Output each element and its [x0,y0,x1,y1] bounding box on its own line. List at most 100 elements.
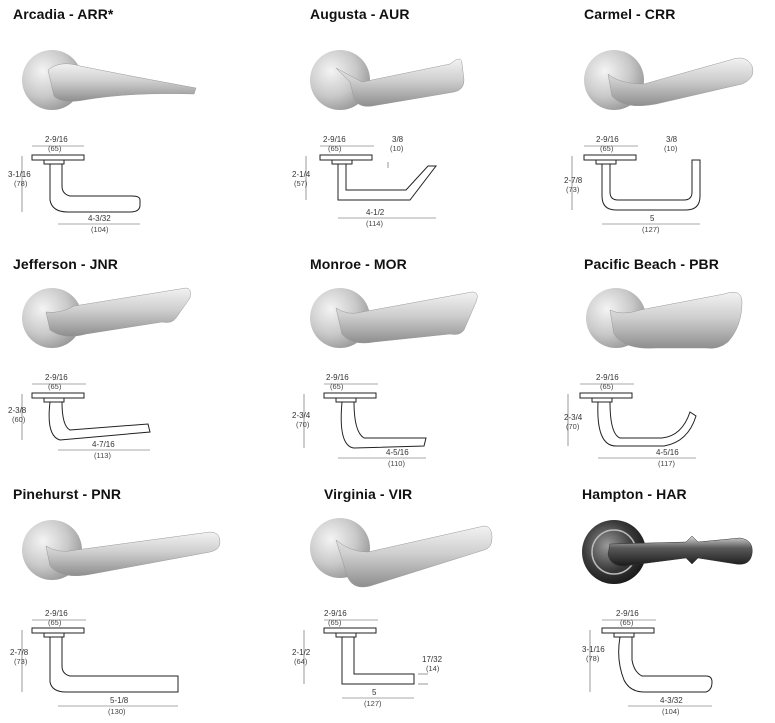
rose-dim-frac: 2-9/16 [596,373,619,382]
rose-dim-frac: 2-9/16 [45,373,68,382]
length-dim-frac: 4-5/16 [656,448,679,457]
rose-dim-frac: 2-9/16 [45,135,68,144]
height-dim-frac: 2-7/8 [10,648,29,657]
height-dim-mm: (73) [14,657,28,666]
rose-dim-frac: 2-9/16 [326,373,349,382]
length-dim-mm: (127) [642,225,660,234]
rose-dim-mm: (65) [328,144,342,153]
length-dim-frac: 4-5/16 [386,448,409,457]
product-card-pacific-beach: Pacific Beach - PBR 2-9/16 (65) 2-3/4 (7… [516,250,774,491]
augusta-lever-handle-icon [310,50,465,110]
rose-dim-mm: (65) [600,382,614,391]
rose-dim-mm: (65) [48,144,62,153]
pinehurst-lever-handle-icon [22,520,221,580]
jefferson-lever-handle-icon [22,287,191,348]
rose-dim-frac: 2-9/16 [323,135,346,144]
rose-dim-mm: (65) [330,382,344,391]
length-dim-mm: (130) [108,707,126,716]
product-title: Hampton - HAR [582,486,687,502]
height-dim-mm: (60) [12,415,26,424]
hampton-dimension-labels: 2-9/16 (65) 3-1/16 (78) 4-3/32 (104) [582,609,683,716]
rose-dim-mm: (65) [48,618,62,627]
pacific-beach-dimension-drawing [567,383,697,459]
rose-dim-frac: 2-9/16 [324,609,347,618]
rose-dim-frac: 2-9/16 [45,609,68,618]
length-dim-mm: (104) [662,707,680,716]
hampton-lever-handle-icon [582,520,753,584]
extra-dim-mm: (10) [664,144,678,153]
jefferson-dimension-labels: 2-9/16 (65) 2-3/8 (60) 4-7/16 (113) [8,373,115,460]
height-dim-frac: 2-7/8 [564,176,583,185]
hampton-dimension-drawing [589,619,713,707]
height-dim-frac: 2-3/8 [8,406,27,415]
monroe-dimension-labels: 2-9/16 (65) 2-3/4 (70) 4-5/16 (110) [292,373,409,468]
height-dim-mm: (78) [14,179,28,188]
height-dim-mm: (64) [294,657,308,666]
product-title: Arcadia - ARR* [13,6,114,22]
pacific-beach-dimension-labels: 2-9/16 (65) 2-3/4 (70) 4-5/16 (117) [564,373,679,468]
carmel-lever-handle-icon [584,50,754,110]
extra-dim-mm: (14) [426,664,440,673]
rose-dim-mm: (65) [600,144,614,153]
height-dim-frac: 2-1/4 [292,170,311,179]
length-dim-mm: (110) [388,459,405,468]
jefferson-dimension-drawing [21,383,151,451]
virginia-lever-handle-icon [310,518,493,588]
product-card-virginia: Virginia - VIR 2-9/16 (65) 2-1/2 (64) 5 … [258,480,516,721]
product-title: Monroe - MOR [310,256,407,272]
rose-dim-frac: 2-9/16 [596,135,619,144]
height-dim-frac: 2-1/2 [292,648,311,657]
product-card-augusta: Augusta - AUR 2-9/16 (65) 2-1/4 (57) 4-1… [258,0,516,241]
length-dim-frac: 4-1/2 [366,208,385,217]
length-dim-frac: 4-7/16 [92,440,115,449]
pinehurst-dimension-labels: 2-9/16 (65) 2-7/8 (73) 5-1/8 (130) [10,609,129,716]
extra-dim-mm: (10) [390,144,404,153]
augusta-dimension-drawing [305,145,438,219]
length-dim-frac: 5 [650,214,655,223]
height-dim-frac: 2-3/4 [564,413,583,422]
product-card-hampton: Hampton - HAR 2-9/16 (65) 3-1/16 (78) 4-… [516,480,774,721]
length-dim-mm: (104) [91,225,109,234]
carmel-dimension-labels: 2-9/16 (65) 2-7/8 (73) 5 (127) 3/8 (10) [564,135,678,234]
monroe-lever-handle-icon [310,288,478,348]
pinehurst-dimension-drawing [21,619,179,707]
height-dim-frac: 3-1/16 [8,170,31,179]
virginia-dimension-labels: 2-9/16 (65) 2-1/2 (64) 5 (127) 17/32 (14… [292,609,443,708]
arcadia-dimension-labels: 2-9/16 (65) 3-1/16 (78) 4-3/32 (104) [8,135,111,234]
height-dim-mm: (70) [296,420,310,429]
height-dim-mm: (70) [566,422,580,431]
product-card-carmel: Carmel - CRR 2-9/16 (65) 2-7/8 (73) 5 (1… [516,0,774,241]
length-dim-mm: (113) [94,451,111,460]
rose-dim-mm: (65) [48,382,62,391]
height-dim-mm: (78) [586,654,600,663]
length-dim-mm: (117) [658,459,675,468]
product-card-monroe: Monroe - MOR 2-9/16 (65) 2-3/4 (70) 4-5/… [258,250,516,491]
arcadia-dimension-drawing [21,145,141,225]
length-dim-frac: 4-3/32 [660,696,683,705]
length-dim-frac: 5 [372,688,377,697]
extra-dim-frac: 3/8 [666,135,678,144]
monroe-dimension-drawing [303,383,427,459]
arcadia-lever-handle-icon [22,50,197,110]
product-card-jefferson: Jefferson - JNR 2-9/16 (65) 2-3/8 (60) 4… [0,250,258,491]
length-dim-mm: (127) [364,699,382,708]
product-title: Jefferson - JNR [13,256,118,272]
pacific-beach-lever-handle-icon [586,288,743,349]
virginia-dimension-drawing [303,619,428,699]
augusta-dimension-labels: 2-9/16 (65) 2-1/4 (57) 4-1/2 (114) 3/8 (… [292,135,404,228]
product-card-arcadia: Arcadia - ARR* 2-9/16 (65) 3-1/16 (78) 4… [0,0,258,241]
height-dim-mm: (57) [294,179,308,188]
product-title: Pinehurst - PNR [13,486,122,502]
extra-dim-frac: 17/32 [422,655,443,664]
product-card-pinehurst: Pinehurst - PNR 2-9/16 (65) 2-7/8 (73) 5… [0,480,258,721]
carmel-dimension-drawing [571,145,701,225]
length-dim-frac: 4-3/32 [88,214,111,223]
product-title: Virginia - VIR [324,486,413,502]
product-title: Augusta - AUR [310,6,410,22]
rose-dim-mm: (65) [620,618,634,627]
height-dim-mm: (73) [566,185,580,194]
length-dim-mm: (114) [366,219,383,228]
height-dim-frac: 2-3/4 [292,411,311,420]
height-dim-frac: 3-1/16 [582,645,605,654]
length-dim-frac: 5-1/8 [110,696,129,705]
